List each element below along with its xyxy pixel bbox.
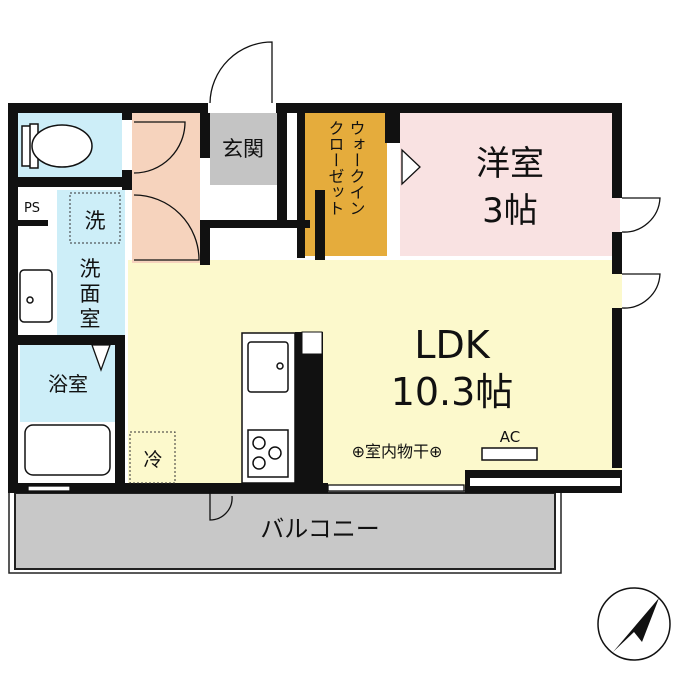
washroom-area bbox=[57, 190, 125, 335]
ldk-area bbox=[128, 260, 622, 488]
entrance-area bbox=[210, 113, 277, 185]
toilet-fixture bbox=[21, 123, 93, 169]
north-arrow-icon bbox=[597, 587, 671, 661]
sink-fixture bbox=[19, 269, 53, 323]
walls bbox=[8, 103, 622, 493]
balcony-label: バルコニー bbox=[260, 515, 380, 543]
bathtub bbox=[24, 424, 111, 476]
washroom-label-3: 室 bbox=[80, 307, 101, 331]
western-room-label: 洋室 bbox=[476, 144, 544, 184]
western-room-size: 3帖 bbox=[482, 191, 538, 231]
kitchen-counter bbox=[241, 332, 296, 484]
hall-area bbox=[132, 113, 200, 263]
ac-label: AC bbox=[500, 428, 520, 446]
western-room-area bbox=[400, 113, 620, 256]
fridge-label: 冷 bbox=[143, 449, 162, 471]
washroom-label-1: 洗 bbox=[80, 257, 101, 281]
ldk-label: LDK bbox=[414, 323, 490, 367]
washroom-label-2: 面 bbox=[80, 282, 101, 306]
doors bbox=[27, 41, 661, 521]
closet-label-1: ウォークイン bbox=[347, 120, 366, 216]
closet-label-2: クローゼット bbox=[326, 120, 345, 216]
ps-label: PS bbox=[24, 201, 40, 216]
ac-unit bbox=[481, 447, 538, 461]
entrance-label: 玄関 bbox=[222, 137, 264, 161]
indoor-drying-label: ⊕室内物干⊕ bbox=[352, 442, 443, 461]
washer-space bbox=[69, 192, 121, 244]
ldk-size: 10.3帖 bbox=[391, 370, 514, 414]
bathroom-label: 浴室 bbox=[48, 372, 88, 396]
washer-label: 洗 bbox=[85, 209, 106, 233]
balcony-area bbox=[14, 492, 556, 570]
